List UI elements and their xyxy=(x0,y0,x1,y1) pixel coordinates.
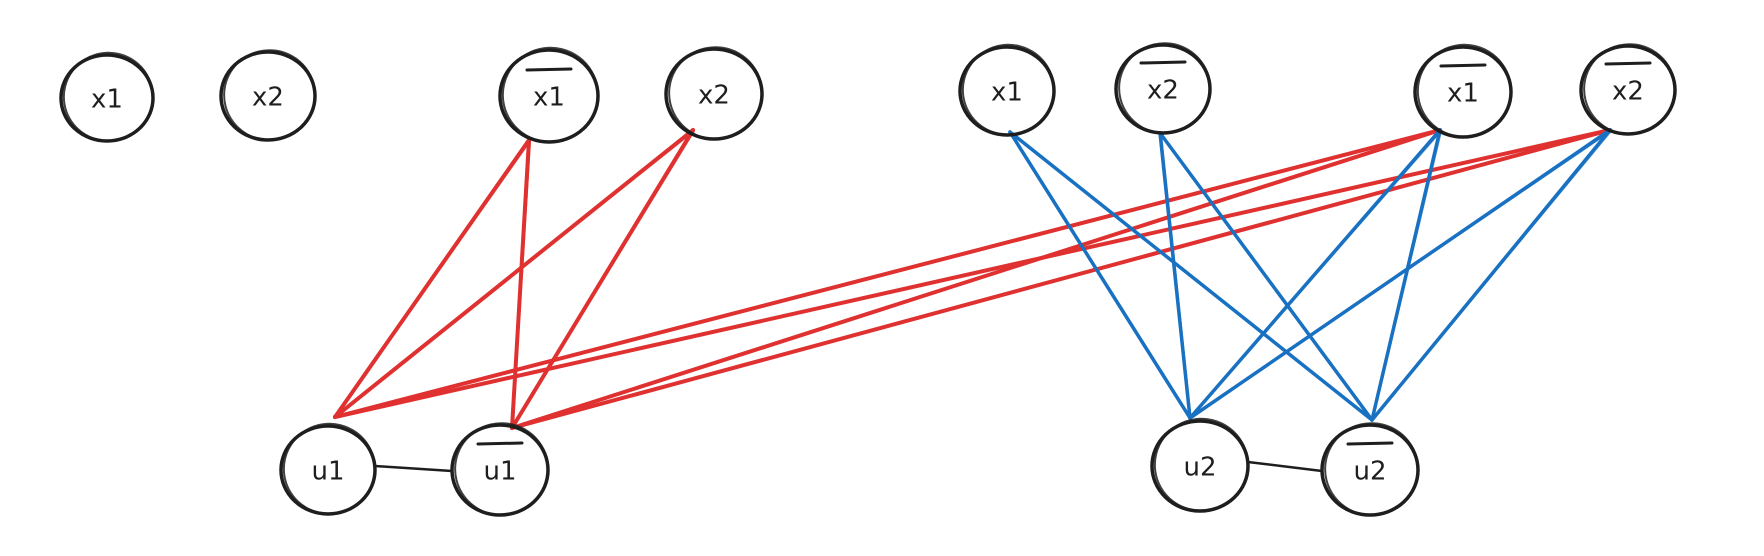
node-label: x2 xyxy=(698,81,730,111)
edge-n3-u1n xyxy=(510,138,531,430)
node-circle-sketch xyxy=(223,49,317,142)
negation-bar xyxy=(525,67,573,72)
node-circle-sketch xyxy=(282,422,376,515)
node-u2n[interactable]: u2 xyxy=(1319,417,1424,521)
edge-n5-u2 xyxy=(1008,130,1192,420)
edge-n4-u1n xyxy=(510,128,695,430)
edge-n4-u1n-stroke xyxy=(512,130,696,428)
node-label: x2 xyxy=(1612,77,1644,107)
node-label: x2 xyxy=(1147,76,1179,106)
negation-bar xyxy=(1346,441,1394,446)
node-n2[interactable]: x2 xyxy=(218,44,321,146)
edge-n8-u2-stroke xyxy=(1190,130,1612,418)
node-label: u2 xyxy=(1183,453,1216,483)
node-n8[interactable]: x2 xyxy=(1578,38,1681,140)
node-label: u2 xyxy=(1353,457,1386,487)
edge-n3-u1-stroke xyxy=(335,140,531,417)
node-n5[interactable]: x1 xyxy=(957,39,1060,141)
node-circle-sketch xyxy=(1324,422,1420,517)
nodes-layer: x1 x2 x1 x2 x1 x2 x1 x2 u1 u1 u2 u2 xyxy=(58,37,1681,521)
node-n3[interactable]: x1 xyxy=(497,42,604,148)
node-label: x1 xyxy=(533,83,565,113)
node-n7[interactable]: x1 xyxy=(1412,39,1517,143)
node-label: u1 xyxy=(311,457,344,487)
edge-n7-u2n xyxy=(1370,128,1442,422)
edge-n3-u1n-stroke xyxy=(512,140,532,428)
node-n6[interactable]: x2 xyxy=(1113,37,1216,139)
node-circle-sketch xyxy=(1583,43,1677,136)
edge-n7-u2-stroke xyxy=(1190,130,1442,418)
node-circle-sketch xyxy=(1153,417,1249,512)
negation-bar xyxy=(1604,61,1652,66)
negation-bar xyxy=(476,441,524,446)
edge-n7-u1-stroke xyxy=(335,130,1442,418)
negation-bar xyxy=(1139,60,1187,65)
negation-bar xyxy=(1439,63,1487,68)
edge-n3-u1 xyxy=(333,138,531,419)
edge-n6-u2-stroke xyxy=(1160,133,1192,418)
node-circle-sketch xyxy=(1118,42,1212,135)
edge-n7-u1n-stroke xyxy=(512,130,1442,429)
edge-n6-u2n-stroke xyxy=(1161,133,1374,420)
node-circle-sketch xyxy=(454,422,550,517)
node-circle-sketch xyxy=(961,43,1055,136)
node-label: x1 xyxy=(991,78,1023,108)
edge-n6-u2n xyxy=(1158,131,1374,422)
node-u1n[interactable]: u1 xyxy=(449,417,554,521)
node-label: x2 xyxy=(252,83,284,113)
edges-layer xyxy=(333,128,1612,473)
node-n1[interactable]: x1 xyxy=(58,47,158,147)
node-circle-sketch xyxy=(501,46,599,143)
edge-n5-u2n-stroke xyxy=(1011,132,1374,420)
node-u2[interactable]: u2 xyxy=(1149,413,1254,517)
node-n4[interactable]: x2 xyxy=(663,41,768,145)
node-label: u1 xyxy=(483,457,516,487)
node-label: x1 xyxy=(1447,79,1479,109)
node-u1[interactable]: u1 xyxy=(278,418,381,520)
edge-n7-u2 xyxy=(1188,128,1442,420)
node-circle-sketch xyxy=(1416,43,1512,138)
edge-n7-u2n-stroke xyxy=(1372,130,1443,420)
edge-u2-u2n xyxy=(1246,460,1324,473)
edge-n8-u2n xyxy=(1370,128,1612,422)
edge-n5-u2-stroke xyxy=(1010,132,1192,418)
edge-n8-u2n-stroke xyxy=(1372,130,1612,420)
edge-u1-u1n xyxy=(373,464,454,473)
node-label: x1 xyxy=(91,85,123,115)
edge-n4-u1-stroke xyxy=(335,130,695,417)
edge-n6-u2 xyxy=(1158,131,1192,420)
node-circle-sketch xyxy=(62,51,154,142)
node-circle-sketch xyxy=(668,46,764,141)
